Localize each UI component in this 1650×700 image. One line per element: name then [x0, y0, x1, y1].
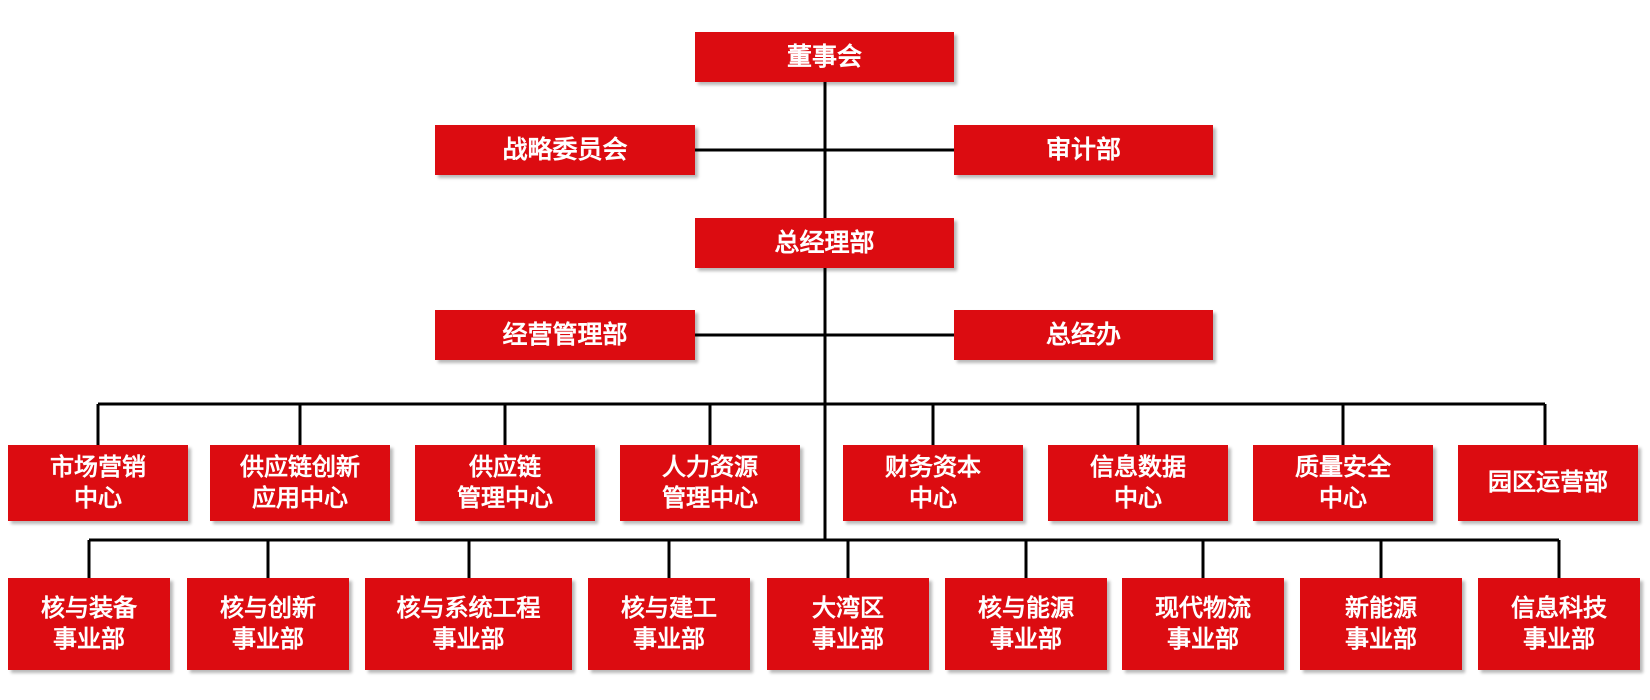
node-gm-dept: 总经理部 [695, 218, 954, 268]
node-division: 大湾区 事业部 [767, 578, 929, 670]
node-center-line: 信息数据 [1090, 452, 1186, 481]
node-board-label: 董事会 [786, 42, 862, 72]
node-gm-office: 总经办 [954, 310, 1213, 360]
node-center: 市场营销 中心 [8, 445, 188, 521]
node-center-line: 中心 [1114, 484, 1162, 512]
node-gm-dept-label: 总经理部 [774, 228, 875, 258]
node-strategy-committee-label: 战略委员会 [502, 135, 628, 165]
node-center-line: 管理中心 [662, 484, 758, 512]
node-division-line: 信息科技 [1511, 593, 1607, 622]
node-center: 供应链 管理中心 [415, 445, 595, 521]
node-board: 董事会 [695, 32, 954, 82]
node-center-line: 市场营销 [50, 452, 146, 481]
node-center-line: 质量安全 [1295, 452, 1391, 481]
node-gm-office-label: 总经办 [1045, 320, 1121, 350]
node-center-line: 中心 [909, 484, 957, 512]
node-audit-label: 审计部 [1045, 135, 1121, 165]
node-strategy-committee: 战略委员会 [435, 125, 695, 175]
node-division-line: 事业部 [232, 625, 304, 653]
node-division-line: 大湾区 [812, 593, 884, 622]
node-division-line: 新能源 [1345, 593, 1417, 622]
node-center: 质量安全 中心 [1253, 445, 1433, 521]
node-audit: 审计部 [954, 125, 1213, 175]
node-center: 园区运营部 [1458, 445, 1638, 521]
node-center: 人力资源 管理中心 [620, 445, 800, 521]
node-center-line: 供应链 [469, 452, 541, 481]
node-center: 财务资本 中心 [843, 445, 1023, 521]
node-division: 核与系统工程 事业部 [365, 578, 572, 670]
node-division: 核与能源 事业部 [945, 578, 1107, 670]
node-center: 供应链创新 应用中心 [210, 445, 390, 521]
node-center-line: 中心 [1319, 484, 1367, 512]
node-division-line: 事业部 [812, 625, 884, 653]
node-center-line: 应用中心 [252, 484, 348, 512]
node-division-line: 核与能源 [978, 593, 1074, 622]
node-center-line: 管理中心 [457, 484, 553, 512]
node-center-line: 财务资本 [885, 452, 981, 481]
node-division-line: 核与创新 [220, 593, 316, 622]
node-division-line: 核与装备 [41, 593, 137, 622]
node-division: 核与创新 事业部 [187, 578, 349, 670]
node-division: 核与装备 事业部 [8, 578, 170, 670]
node-division-line: 事业部 [990, 625, 1062, 653]
node-division-line: 事业部 [633, 625, 705, 653]
node-division: 核与建工 事业部 [588, 578, 750, 670]
node-center-line: 园区运营部 [1488, 468, 1608, 497]
node-division: 新能源 事业部 [1300, 578, 1462, 670]
node-center-line: 人力资源 [662, 452, 758, 481]
node-division-line: 现代物流 [1155, 593, 1251, 622]
node-center: 信息数据 中心 [1048, 445, 1228, 521]
node-center-line: 中心 [74, 484, 122, 512]
node-division-line: 事业部 [1523, 625, 1595, 653]
node-division-line: 事业部 [53, 625, 125, 653]
node-division: 信息科技 事业部 [1478, 578, 1640, 670]
node-division-line: 事业部 [1167, 625, 1239, 653]
node-ops-mgmt-label: 经营管理部 [502, 320, 628, 350]
node-division-line: 事业部 [1345, 625, 1417, 653]
node-division-line: 核与系统工程 [396, 593, 541, 622]
node-ops-mgmt: 经营管理部 [435, 310, 695, 360]
node-center-line: 供应链创新 [240, 452, 360, 481]
node-division: 现代物流 事业部 [1122, 578, 1284, 670]
node-division-line: 事业部 [432, 625, 505, 653]
node-division-line: 核与建工 [621, 593, 717, 622]
